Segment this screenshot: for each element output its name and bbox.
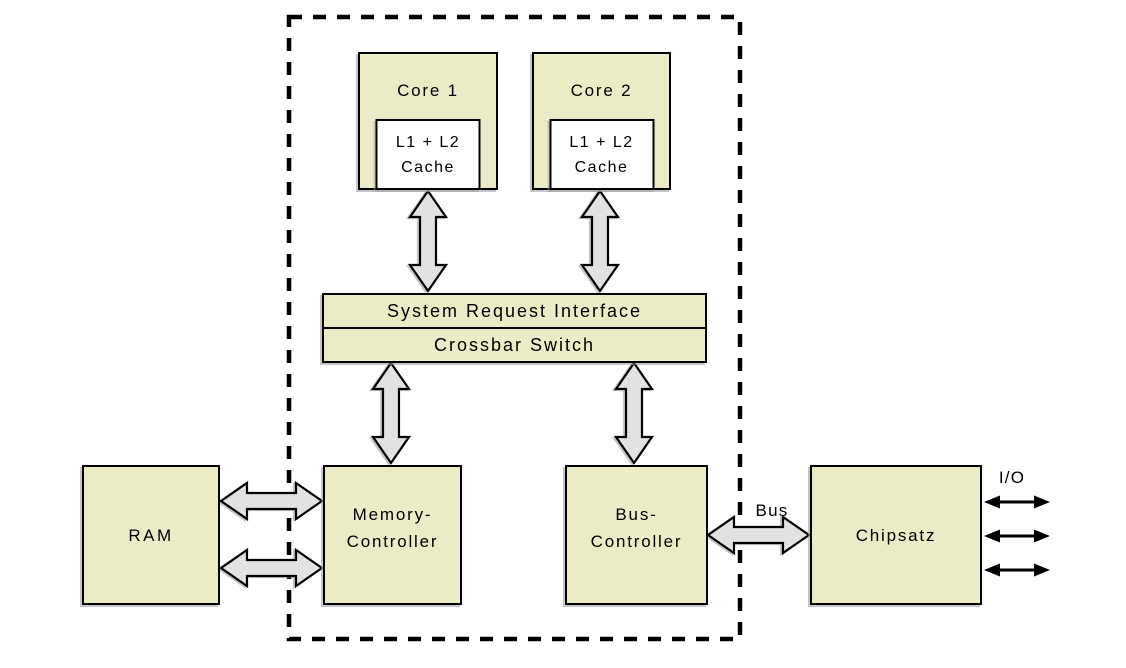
interconnect-stack: System Request Interface Crossbar Switch: [322, 293, 707, 363]
core1-cache-box: L1 + L2 Cache: [375, 119, 481, 190]
core2-cache-box: L1 + L2 Cache: [549, 119, 654, 190]
ram-label: RAM: [128, 525, 174, 545]
crossbar-bus-controller-arrow: [614, 361, 654, 465]
bus-controller-chipset-arrow: [706, 515, 811, 555]
bus-controller-line2: Controller: [590, 532, 683, 551]
core2-cache-line1: L1 + L2: [569, 133, 634, 151]
chipset-label: Chipsatz: [855, 525, 937, 545]
bus-controller-line1: Bus-: [615, 505, 658, 524]
system-request-interface-bar: System Request Interface: [386, 300, 643, 321]
io-arrow-2: [982, 528, 1052, 544]
ram-box: RAM: [82, 465, 220, 605]
chipset-box: Chipsatz: [810, 465, 982, 605]
core1-cache-sri-arrow: [408, 189, 448, 293]
core1-title: Core 1: [397, 81, 459, 100]
core2-cache-line2: Cache: [574, 158, 629, 176]
core2-title: Core 2: [570, 81, 633, 100]
core1-cache-line1: L1 + L2: [395, 133, 461, 151]
core1-cache-line2: Cache: [401, 158, 455, 176]
memory-controller-box: Memory- Controller: [323, 465, 462, 605]
bus-label: Bus: [755, 501, 789, 520]
core2-cache-sri-arrow: [580, 189, 620, 293]
core1-box: Core 1 L1 + L2 Cache: [358, 52, 498, 190]
memory-controller-line2: Controller: [346, 532, 439, 551]
io-label: I/O: [998, 468, 1026, 487]
crossbar-switch-bar: Crossbar Switch: [324, 327, 705, 361]
io-arrow-3: [982, 562, 1052, 578]
io-arrow-1: [982, 494, 1052, 510]
ram-memory-arrow-lower: [219, 548, 324, 588]
bus-controller-box: Bus- Controller: [565, 465, 708, 605]
crossbar-memory-controller-arrow: [371, 361, 411, 465]
ram-memory-arrow-upper: [219, 481, 324, 521]
memory-controller-line1: Memory-: [352, 505, 433, 524]
core2-box: Core 2 L1 + L2 Cache: [532, 52, 671, 190]
cpu-die-dashed-boundary: [286, 14, 743, 642]
